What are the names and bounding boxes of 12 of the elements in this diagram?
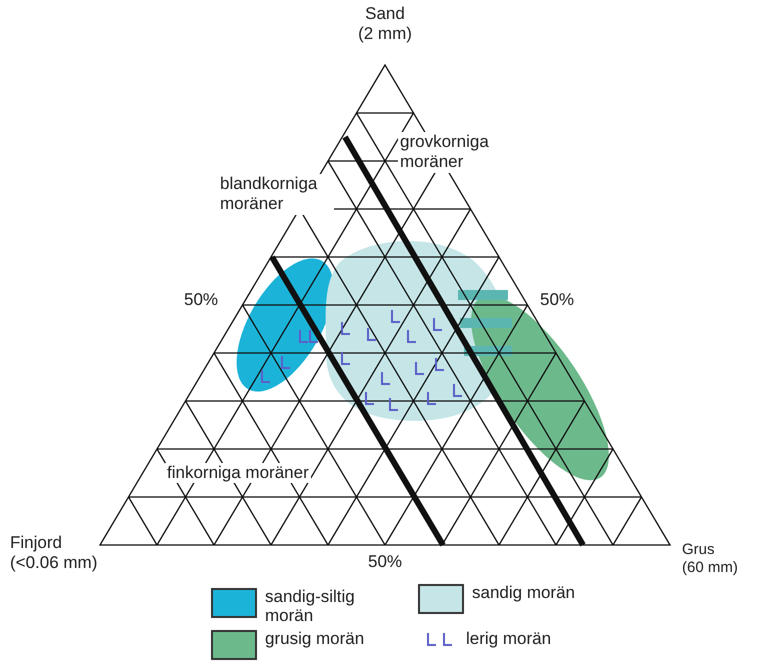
legend-label: lerig morän [466,630,552,649]
percent-label: 50% [540,290,574,310]
axis-label: Grus (60 mm) [682,541,739,577]
axis-label: Finjord (<0.06 mm) [10,533,98,574]
percent-label: 50% [368,552,402,572]
percent-label: 50% [184,290,218,310]
region-label: blandkorniga moräner [218,174,334,215]
legend-label: grusig morän [265,630,366,649]
legend-label: sandig morän [472,584,576,603]
region-label: finkorniga moräner [165,463,311,484]
legend-label: sandig-siltig morän [265,588,356,626]
axis-label: Sand (2 mm) [357,4,413,45]
